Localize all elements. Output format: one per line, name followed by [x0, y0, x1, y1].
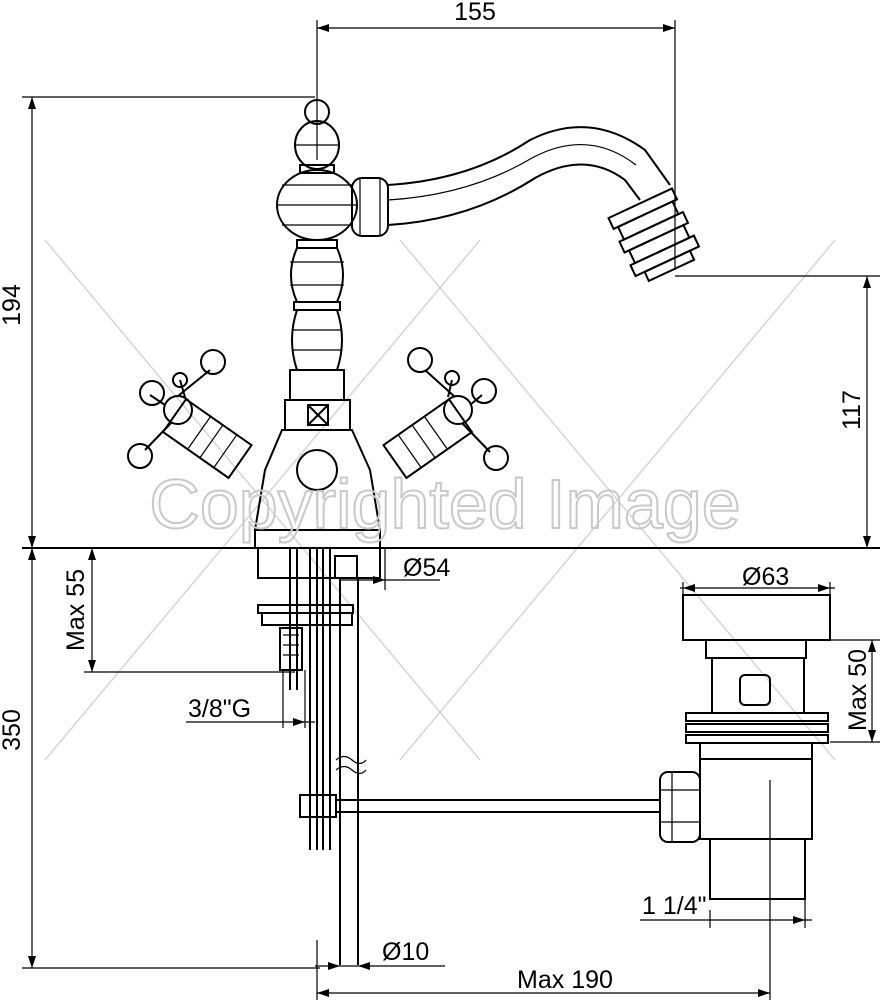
- dim-hose-length: 350: [0, 709, 26, 751]
- under-deck-fittings: [257, 547, 660, 965]
- dim-waste-diameter: Ø63: [742, 563, 789, 591]
- dimension-lines: [22, 20, 880, 1000]
- dim-waste-thread: 1 1/4": [642, 892, 706, 920]
- dim-spout-height: 117: [838, 390, 866, 430]
- dim-base-diameter: Ø54: [403, 554, 450, 582]
- pop-up-waste: [659, 594, 831, 900]
- dim-rod-max-length: Max 190: [517, 966, 613, 994]
- dim-max-deck-thickness: Max 55: [62, 569, 90, 651]
- dim-waste-max-height: Max 50: [844, 649, 872, 731]
- right-cross-handle: [382, 347, 509, 480]
- dim-overall-height: 194: [0, 284, 26, 326]
- left-cross-handle: [127, 349, 253, 480]
- watermark-lines: [44, 239, 836, 761]
- dim-spout-reach: 155: [454, 0, 496, 26]
- watermark-text: Copyrighted Image: [149, 465, 740, 543]
- dim-connection-thread: 3/8"G: [188, 695, 251, 723]
- dim-rod-diameter: Ø10: [382, 938, 429, 966]
